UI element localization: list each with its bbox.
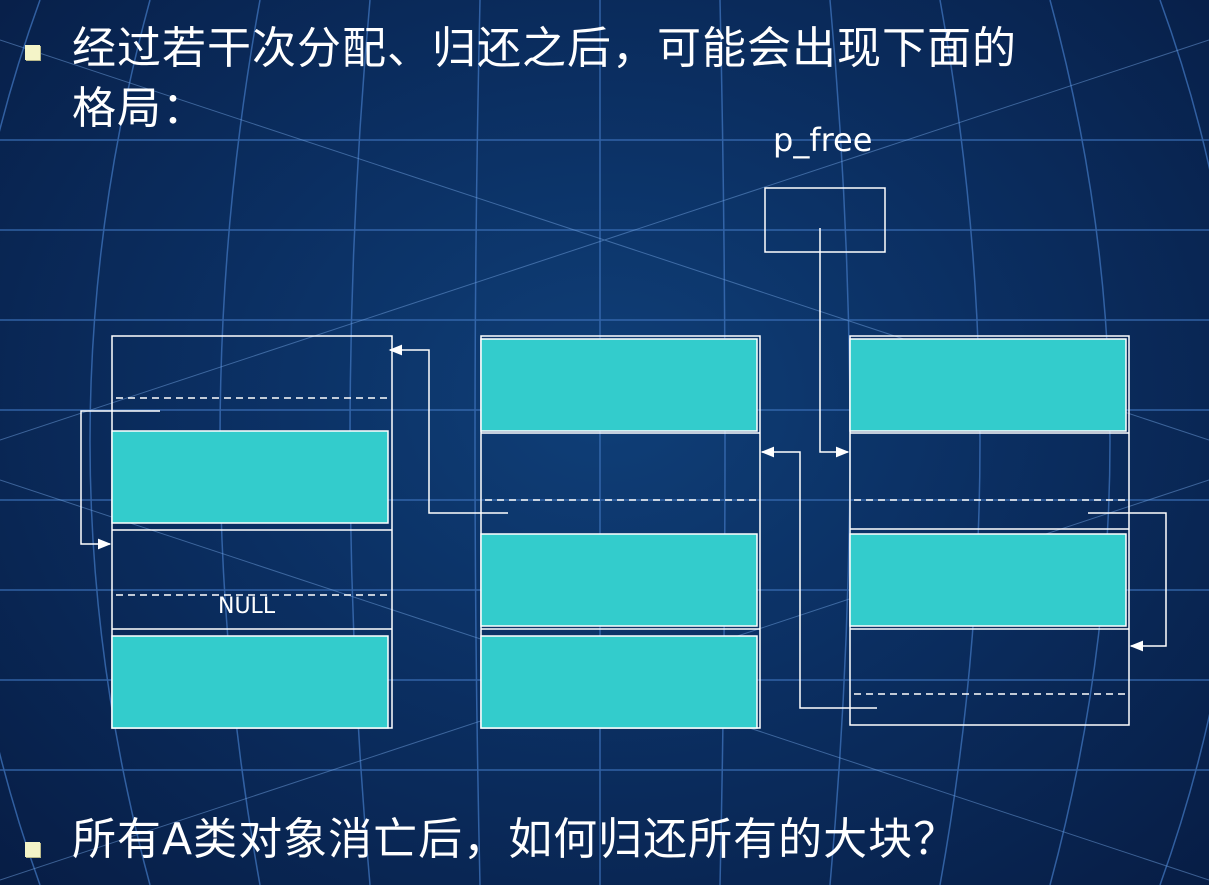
p-free-label: p_free [773, 121, 873, 159]
arrow-block3-to-block2 [760, 446, 877, 709]
arrow-block2-to-block1 [388, 344, 508, 514]
slide-text-line1: 经过若干次分配、归还之后，可能会出现下面的 [72, 23, 1017, 74]
block-1-allocated-1 [111, 430, 389, 524]
block-3-allocated-2 [849, 533, 1127, 627]
slide-text-question: 所有A类对象消亡后，如何归还所有的大块？ [72, 814, 959, 865]
block-1 [111, 335, 393, 729]
block-2-allocated-3 [480, 635, 758, 729]
slide-text-line2: 格局： [72, 83, 207, 134]
bullet-marker-2 [25, 842, 40, 857]
block-3-outline [849, 335, 1130, 726]
block-2-allocated-1 [480, 338, 758, 432]
arrow-block1-internal [80, 410, 160, 550]
null-label: NULL [218, 594, 276, 619]
arrow-pfree-to-block3 [819, 228, 850, 458]
p-free-box [764, 187, 886, 253]
block-3-allocated-1 [849, 338, 1127, 432]
block-3 [849, 335, 1130, 726]
block-2 [480, 335, 761, 729]
block-1-allocated-2 [111, 635, 389, 729]
bullet-marker-1 [25, 45, 40, 60]
block-2-allocated-2 [480, 533, 758, 627]
arrow-block3-internal [1088, 512, 1167, 652]
